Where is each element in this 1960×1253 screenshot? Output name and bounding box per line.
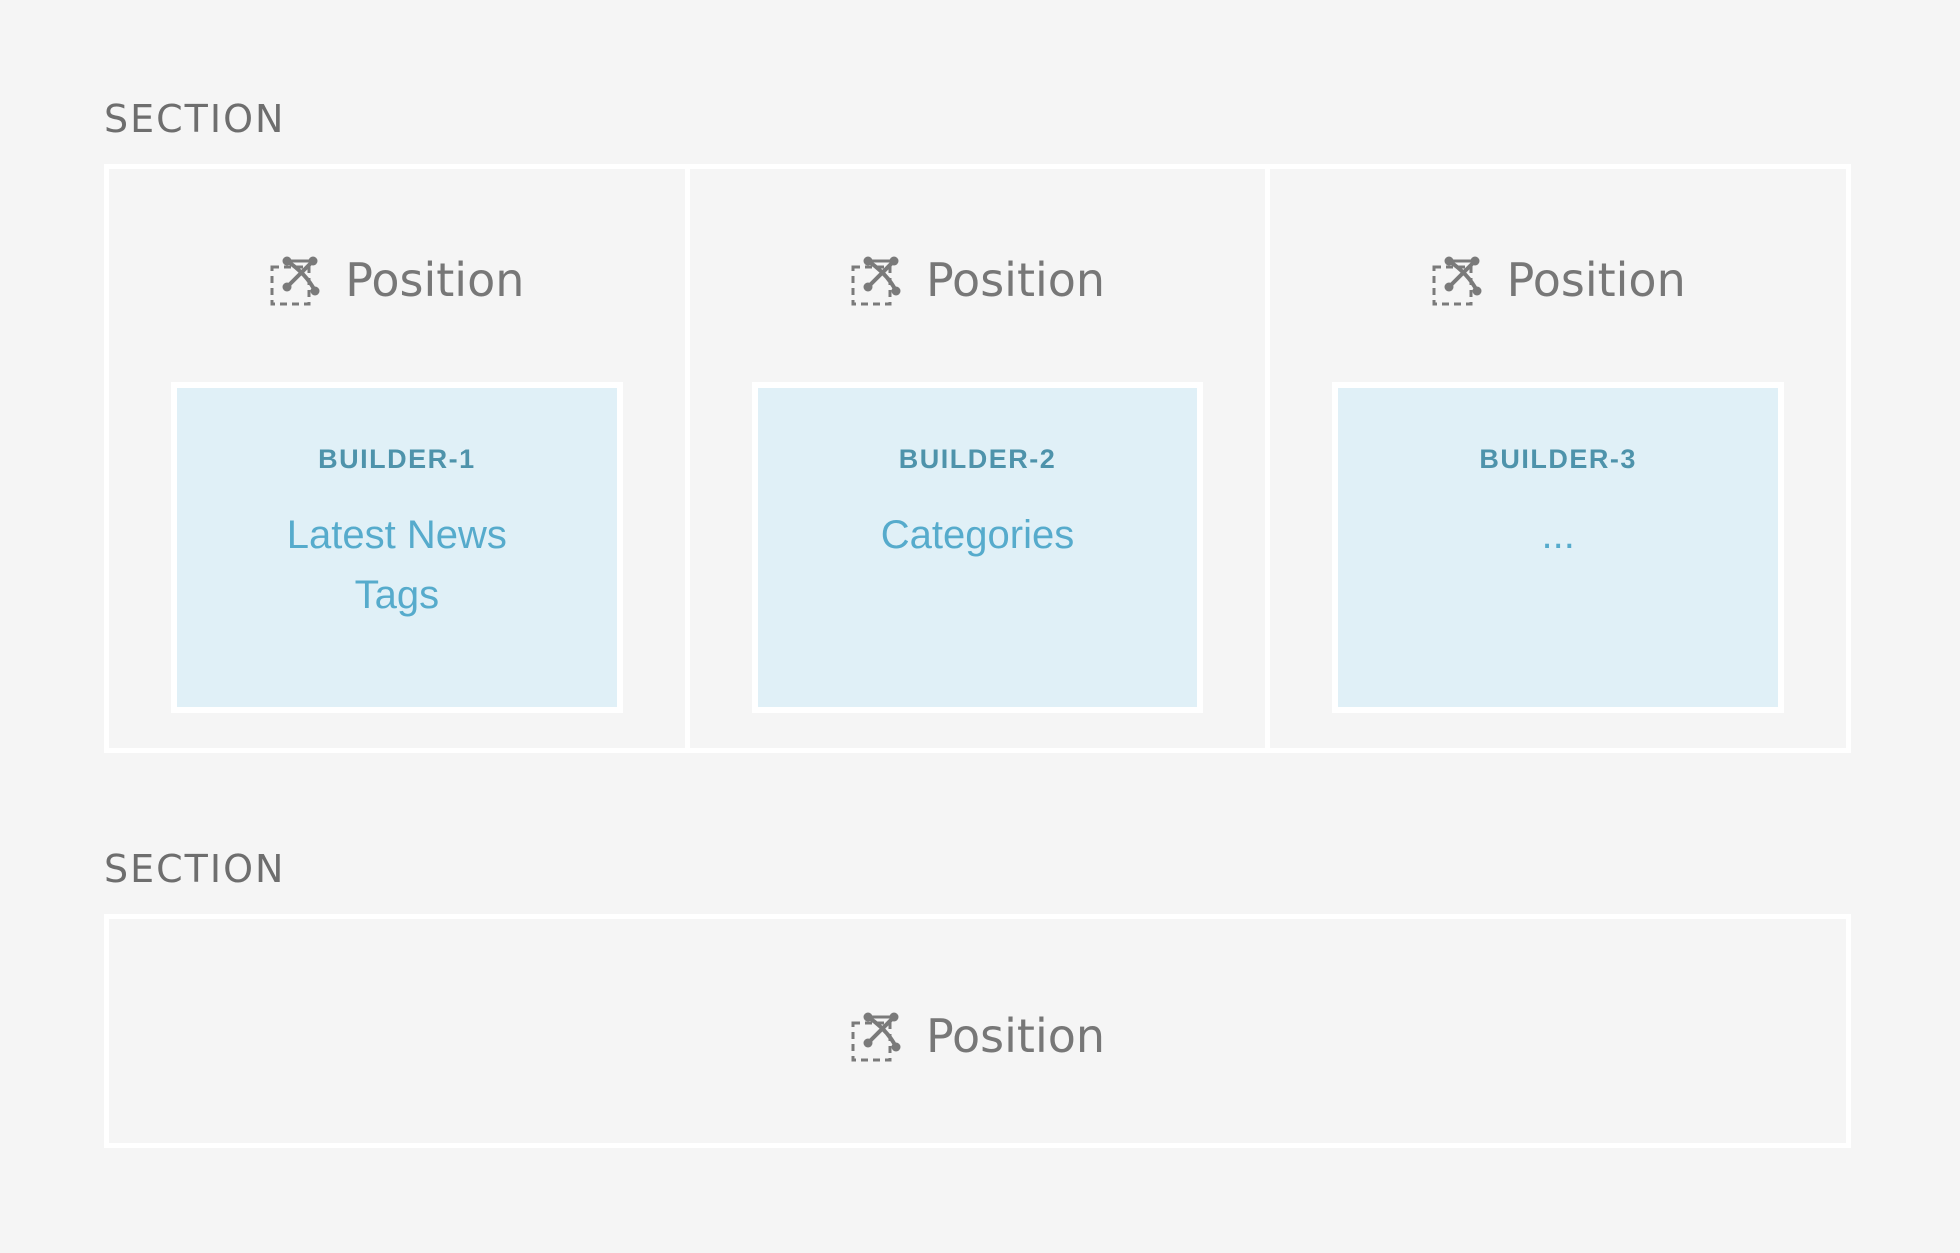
- section-column: Position BUILDER-1 Latest News Tags: [109, 169, 685, 748]
- section-column: Position BUILDER-2 Categories: [684, 169, 1266, 748]
- position-header: Position: [1270, 253, 1846, 307]
- builder-title: BUILDER-1: [318, 444, 476, 474]
- builder-item: Categories: [880, 513, 1075, 557]
- builder-items: Latest News Tags: [177, 505, 617, 625]
- position-label: Position: [345, 253, 525, 307]
- position-icon: [851, 1012, 901, 1062]
- position-header: Position: [109, 253, 685, 307]
- section-column: Position BUILDER-3 ...: [1265, 169, 1846, 748]
- position-icon: [1432, 256, 1482, 306]
- section-container: Position BUILDER-1 Latest News Tags Posi…: [104, 164, 1851, 753]
- builder-box: BUILDER-3 ...: [1332, 382, 1785, 713]
- builder-title: BUILDER-2: [898, 444, 1057, 474]
- builder-box: BUILDER-1 Latest News Tags: [171, 382, 623, 713]
- position-label: Position: [925, 253, 1106, 307]
- builder-title: BUILDER-3: [1479, 444, 1637, 474]
- position-icon: [851, 256, 901, 306]
- position-header: Position: [690, 253, 1266, 307]
- position-label: Position: [925, 1009, 1106, 1063]
- position-header: Position: [109, 1009, 1846, 1063]
- builder-box: BUILDER-2 Categories: [751, 382, 1204, 713]
- builder-items: Categories: [758, 505, 1198, 565]
- section-container: Position: [104, 914, 1851, 1148]
- builder-item: Tags: [354, 573, 440, 617]
- position-icon: [270, 256, 320, 306]
- builder-item: ...: [1541, 513, 1575, 557]
- builder-items: ...: [1338, 505, 1778, 565]
- section-label: SECTION: [104, 847, 286, 891]
- position-label: Position: [1506, 253, 1686, 307]
- builder-item: Latest News: [286, 513, 507, 557]
- section-label: SECTION: [104, 97, 286, 141]
